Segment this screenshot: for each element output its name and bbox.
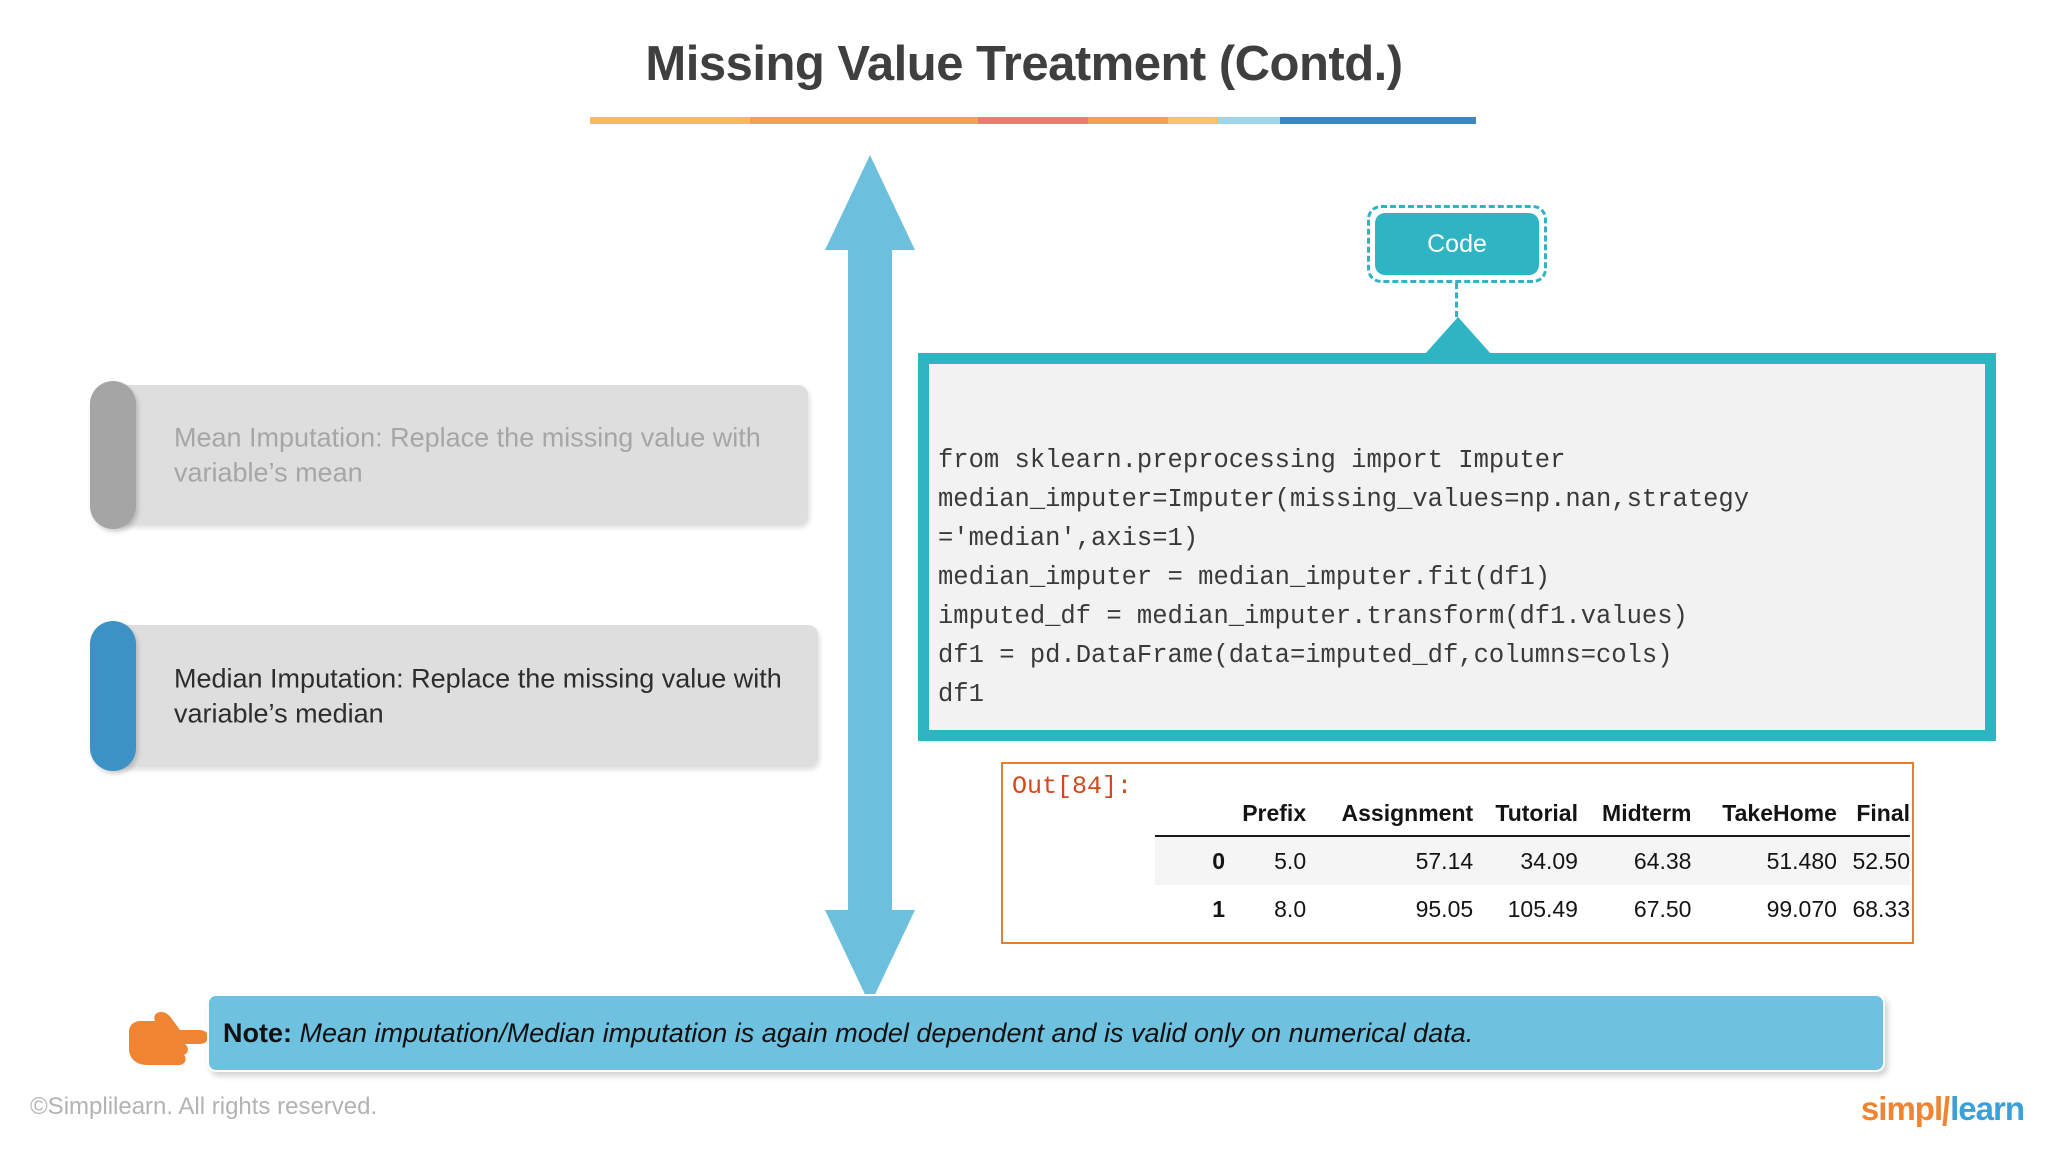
title-rule-segment-5 (1218, 117, 1280, 124)
table-cell: 68.33 (1852, 896, 1910, 922)
note-banner: Note: Mean imputation/Median imputation … (207, 994, 1885, 1072)
code-callout-label: Code (1375, 213, 1539, 275)
table-cell-index: 0 (1155, 836, 1225, 885)
title-rule-segment-0 (590, 117, 750, 124)
table-col-header-takehome: TakeHome (1691, 800, 1837, 837)
title-rule-segment-1 (750, 117, 978, 124)
note-text: Mean imputation/Median imputation is aga… (292, 1017, 1474, 1048)
note-content: Note: Mean imputation/Median imputation … (209, 1018, 1473, 1049)
title-rule-segment-6 (1280, 117, 1476, 124)
code-callout-connector-line (1455, 283, 1458, 317)
table-cell: 64.38 (1577, 836, 1692, 885)
page-title: Missing Value Treatment (Contd.) (645, 37, 1403, 91)
table-col-header-final: Final (1836, 800, 1910, 837)
title-rule-segment-2 (978, 117, 1088, 124)
footer-copyright: ©Simplilearn. All rights reserved. (30, 1093, 378, 1120)
code-callout-badge: Code (1367, 205, 1547, 283)
title-rule-segment-4 (1168, 117, 1218, 124)
table-cell: 34.09 (1473, 836, 1578, 885)
code-block-text: from sklearn.preprocessing import Impute… (938, 445, 1750, 709)
table-col-header-prefix: Prefix (1225, 800, 1307, 837)
statement-accent-pill-mean (90, 381, 136, 529)
table-row: 1 8.0 95.05 105.49 67.50 99.070 68.33 (1155, 885, 1910, 933)
title-rule-segment-3 (1088, 117, 1168, 124)
table-cell: 105.49 (1507, 896, 1578, 922)
vertical-double-arrow-icon (825, 155, 915, 1005)
code-callout-pointer-triangle (1425, 317, 1491, 354)
table-col-header-index (1155, 800, 1225, 837)
note-label: Note: (223, 1017, 292, 1048)
table-cell: 67.50 (1633, 896, 1692, 922)
pointing-hand-icon (129, 1012, 208, 1065)
table-cell: 5.0 (1225, 836, 1307, 885)
table-cell: 51.480 (1691, 836, 1837, 885)
table-cell: 95.05 (1415, 896, 1474, 922)
statement-text-mean: Mean Imputation: Replace the missing val… (174, 422, 761, 487)
table-cell: 99.070 (1766, 896, 1837, 922)
statement-accent-pill-median (90, 621, 136, 771)
table-cell-index: 1 (1212, 896, 1225, 922)
output-prompt-label: Out[84]: (1012, 772, 1133, 801)
table-col-header-assignment: Assignment (1306, 800, 1474, 837)
logo-i-bar-icon (1942, 1096, 1950, 1126)
table-cell: 52.50 (1836, 836, 1910, 885)
logo-part-simpl: simpl (1860, 1090, 1943, 1127)
statement-card-median-imputation[interactable]: Median Imputation: Replace the missing v… (90, 621, 818, 771)
logo-part-learn: learn (1950, 1090, 2025, 1127)
table-cell: 8.0 (1274, 896, 1307, 922)
table-col-header-midterm: Midterm (1577, 800, 1692, 837)
code-block-container (918, 353, 1996, 741)
table-col-header-tutorial: Tutorial (1473, 800, 1578, 837)
title-underline-rule (590, 117, 1476, 124)
statement-text-median: Median Imputation: Replace the missing v… (174, 663, 782, 728)
statement-card-mean-imputation[interactable]: Mean Imputation: Replace the missing val… (90, 381, 808, 529)
table-cell: 57.14 (1306, 836, 1474, 885)
